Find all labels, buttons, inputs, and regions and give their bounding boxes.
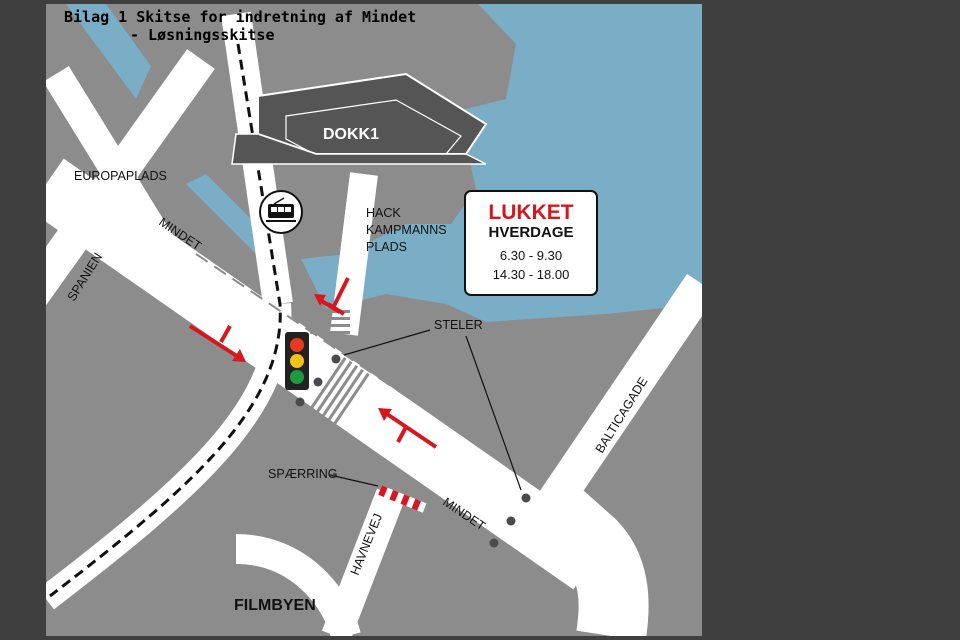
arrow-icon bbox=[378, 408, 438, 449]
title-line-1: Bilag 1 Skitse for indretning af Mindet bbox=[64, 8, 417, 26]
crosswalk-north bbox=[310, 310, 350, 334]
document-page: DOKK1 EUROPAPLADS SPANIEN MINDET HACK KA… bbox=[46, 4, 702, 636]
barrier-icon bbox=[378, 485, 427, 513]
closed-time-2: 14.30 - 18.00 bbox=[492, 267, 570, 282]
closed-subtitle: HVERDAGE bbox=[488, 224, 574, 241]
road-network bbox=[46, 11, 702, 636]
arrow-icon bbox=[314, 277, 350, 316]
europaplads-label: EUROPAPLADS bbox=[74, 169, 167, 183]
steler-pointers bbox=[329, 329, 522, 491]
spaerring-label: SPÆRRING bbox=[268, 467, 337, 481]
canal-water-west bbox=[186, 174, 271, 259]
harbor-water bbox=[301, 4, 702, 322]
map: DOKK1 EUROPAPLADS SPANIEN MINDET HACK KA… bbox=[46, 4, 702, 636]
bollard-icon bbox=[295, 354, 531, 548]
document-title: Bilag 1 Skitse for indretning af Mindet … bbox=[64, 8, 416, 44]
closed-title: LUKKET bbox=[488, 201, 574, 224]
canal-water-north bbox=[66, 4, 151, 99]
filmbyen-label: FILMBYEN bbox=[234, 597, 316, 614]
steler-label: STELER bbox=[434, 318, 483, 332]
title-line-2: - Løsningsskitse bbox=[130, 26, 275, 44]
traffic-light-icon bbox=[285, 332, 309, 390]
arrow-icon bbox=[188, 324, 246, 362]
dokk1-building bbox=[231, 72, 488, 165]
hack-label-line2: KAMPMANNS bbox=[366, 223, 447, 237]
hack-label-line1: HACK bbox=[366, 206, 401, 220]
dokk1-label: DOKK1 bbox=[323, 126, 379, 143]
closed-time-1: 6.30 - 9.30 bbox=[499, 248, 563, 263]
crosswalk-south bbox=[310, 357, 370, 425]
closure-info-box: LUKKET HVERDAGE 6.30 - 9.30 14.30 - 18.0… bbox=[464, 190, 598, 296]
tram-icon bbox=[259, 190, 303, 234]
hack-label-line3: PLADS bbox=[366, 240, 407, 254]
lane-markings bbox=[49, 43, 537, 598]
